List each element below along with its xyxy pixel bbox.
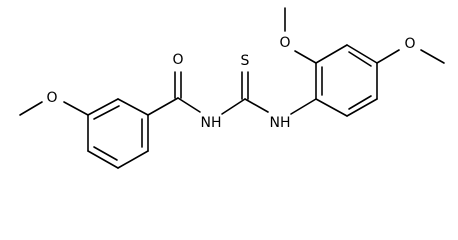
para-methoxy-bond-ring-o bbox=[376, 49, 400, 64]
ortho-methoxy-oxygen-label: O bbox=[279, 35, 290, 51]
left-methoxy-oxygen-label: O bbox=[46, 90, 57, 106]
ring1-bond-b bbox=[87, 98, 119, 116]
carbonyl-oxygen-label: O bbox=[172, 52, 183, 68]
thiocarbonyl-to-nh-bond bbox=[244, 98, 269, 113]
ring2-double-b bbox=[348, 51, 372, 67]
structure-canvas: O O NH S NH O O bbox=[19, 7, 445, 169]
left-benzene-ring bbox=[87, 98, 149, 169]
para-methoxy-oxygen-label: O bbox=[404, 36, 415, 52]
ring1-bond-d bbox=[87, 150, 119, 169]
thio-sulfur-label: S bbox=[241, 53, 250, 69]
ring2-bond-e bbox=[346, 98, 378, 117]
chemical-structure: O O NH S NH O O bbox=[19, 7, 445, 169]
left-methoxy-bond-o-ch3 bbox=[19, 101, 43, 116]
amide-nh-label: NH bbox=[201, 115, 222, 131]
nh-to-right-ring-bond bbox=[290, 98, 317, 115]
ring-to-carbonyl-bond bbox=[147, 97, 179, 116]
ortho-methoxy-bond-ring-o bbox=[294, 50, 317, 64]
left-methoxy-bond-ring-o bbox=[63, 101, 89, 116]
ring1-double-b bbox=[93, 146, 118, 161]
ring1-bond-e bbox=[117, 150, 149, 169]
ring2-bond-f bbox=[315, 98, 348, 117]
para-methoxy-bond-o-ch3 bbox=[420, 49, 445, 64]
ring1-bond-a bbox=[117, 98, 149, 116]
thioamide-nh-label: NH bbox=[270, 115, 291, 131]
ring2-bond-c bbox=[346, 44, 378, 64]
nh-to-thiocarbonyl-bond bbox=[221, 98, 246, 115]
ring2-bond-b bbox=[315, 44, 348, 64]
right-benzene-ring bbox=[315, 44, 378, 117]
ring2-double-c bbox=[348, 95, 372, 110]
carbonyl-to-nh-bond bbox=[177, 97, 201, 113]
ring1-double-a bbox=[93, 105, 120, 120]
